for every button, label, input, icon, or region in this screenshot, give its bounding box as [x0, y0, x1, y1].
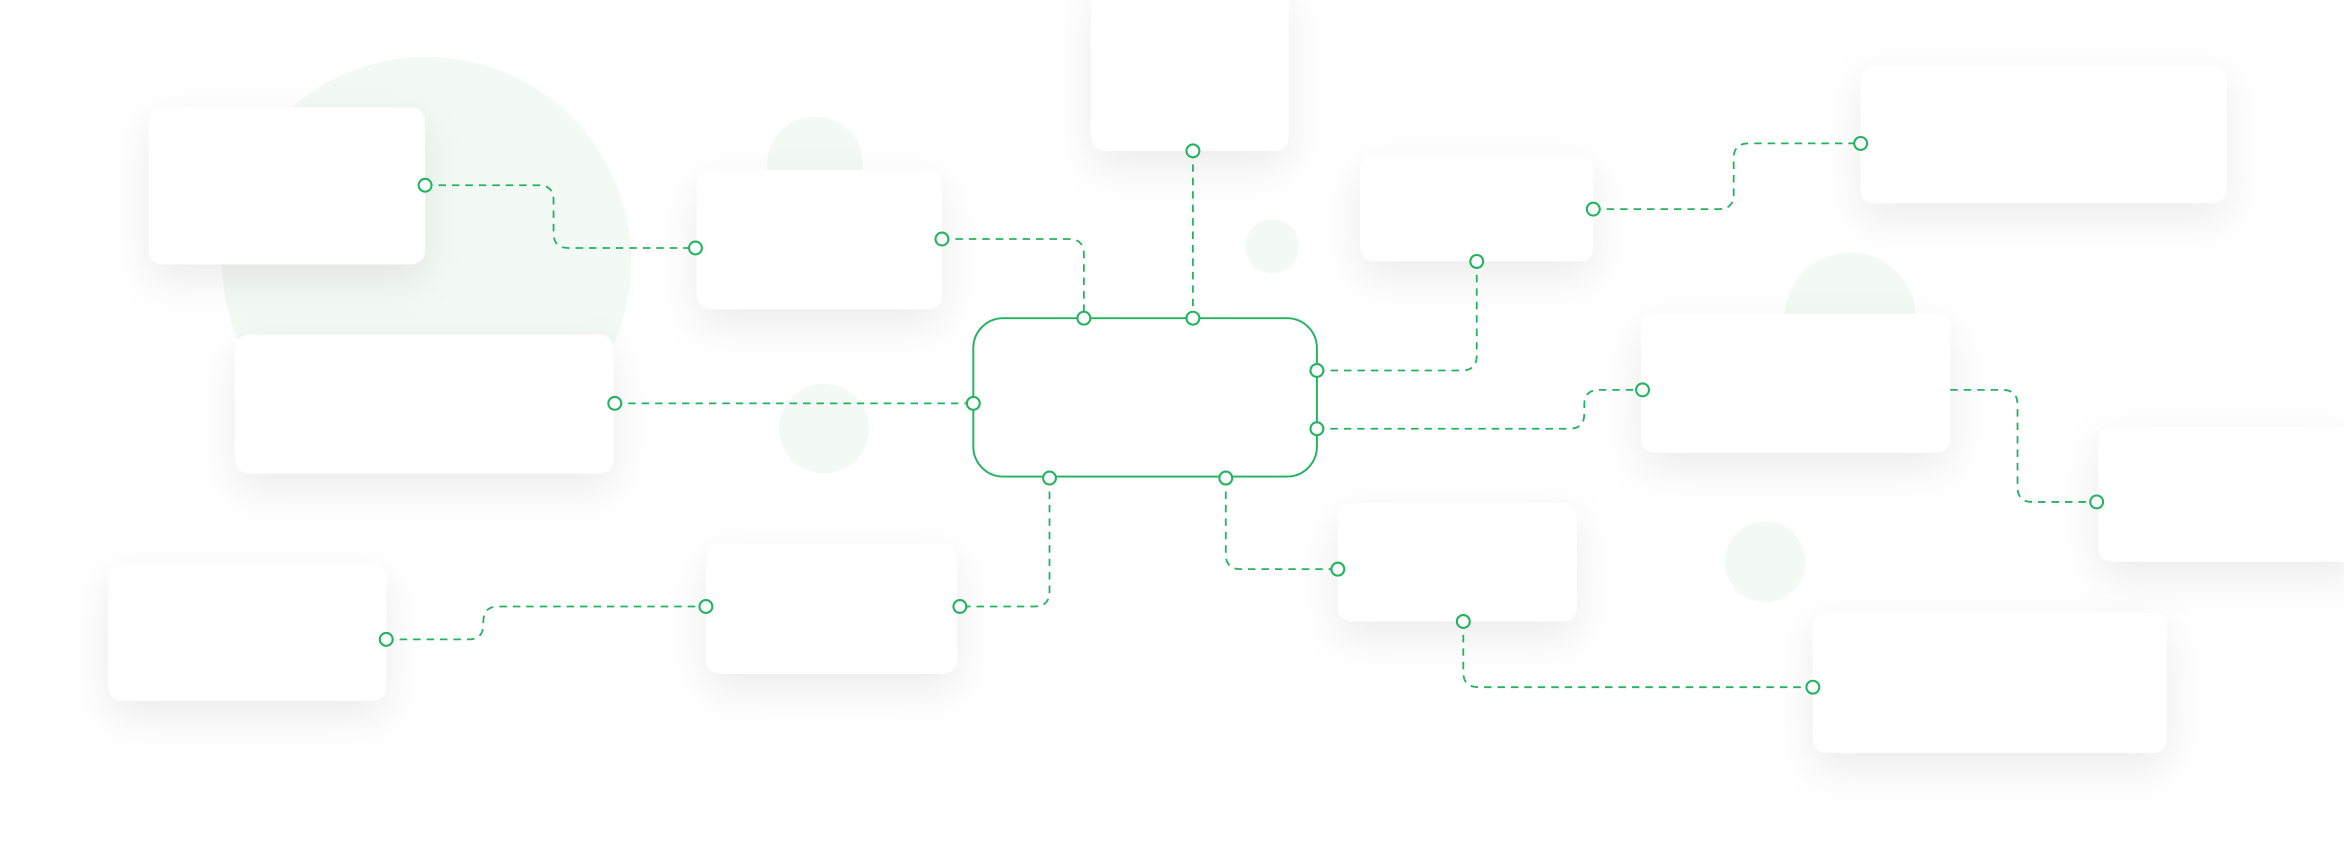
background-blob [1724, 521, 1806, 603]
connector-line [386, 605, 706, 641]
connector-line [1950, 388, 2097, 503]
connector-port-icon[interactable] [1455, 613, 1471, 629]
background-blob [779, 383, 869, 474]
node-card[interactable] [705, 543, 957, 674]
connector-port-icon[interactable] [952, 599, 968, 614]
connector-port-icon[interactable] [1218, 470, 1234, 486]
node-card[interactable] [2098, 427, 2344, 562]
connector-port-icon[interactable] [698, 599, 714, 614]
connector-port-icon[interactable] [378, 631, 394, 647]
node-card[interactable] [696, 170, 942, 310]
node-card[interactable] [1360, 155, 1594, 262]
central-node[interactable] [972, 317, 1318, 478]
node-card[interactable] [108, 564, 387, 701]
connector-port-icon[interactable] [965, 395, 981, 411]
connector-port-icon[interactable] [1185, 310, 1201, 326]
connector-port-icon[interactable] [687, 240, 703, 256]
connector-port-icon[interactable] [934, 231, 950, 247]
connector-port-icon[interactable] [607, 395, 623, 411]
node-card[interactable] [1860, 65, 2227, 204]
connector-port-icon[interactable] [1469, 253, 1485, 269]
connector-port-icon[interactable] [417, 177, 433, 193]
node-card[interactable] [235, 334, 614, 474]
connector-line [1224, 478, 1338, 571]
node-card[interactable] [1812, 612, 2167, 753]
connector-port-icon[interactable] [2089, 494, 2105, 510]
connector-port-icon[interactable] [1042, 470, 1057, 486]
connector-port-icon[interactable] [1330, 561, 1346, 577]
node-card[interactable] [1091, 0, 1289, 151]
connector-line [1316, 261, 1478, 372]
node-card[interactable] [148, 107, 426, 265]
background-blob [1245, 219, 1299, 274]
connector-line [1462, 621, 1813, 689]
node-card[interactable] [1641, 313, 1951, 453]
connector-port-icon[interactable] [1185, 143, 1201, 159]
connector-line [1316, 388, 1643, 430]
connector-port-icon[interactable] [1309, 421, 1325, 437]
connector-line [425, 184, 696, 249]
connector-port-icon[interactable] [1309, 363, 1325, 378]
connector-line [959, 478, 1051, 608]
connector-line [941, 238, 1085, 319]
connector-line [1593, 142, 1861, 211]
connector-port-icon[interactable] [1585, 201, 1601, 217]
connector-port-icon[interactable] [1805, 679, 1821, 695]
connector-port-icon[interactable] [1853, 135, 1869, 151]
node-card[interactable] [1337, 503, 1577, 622]
connector-port-icon[interactable] [1076, 310, 1092, 326]
connector-port-icon[interactable] [1635, 382, 1651, 398]
